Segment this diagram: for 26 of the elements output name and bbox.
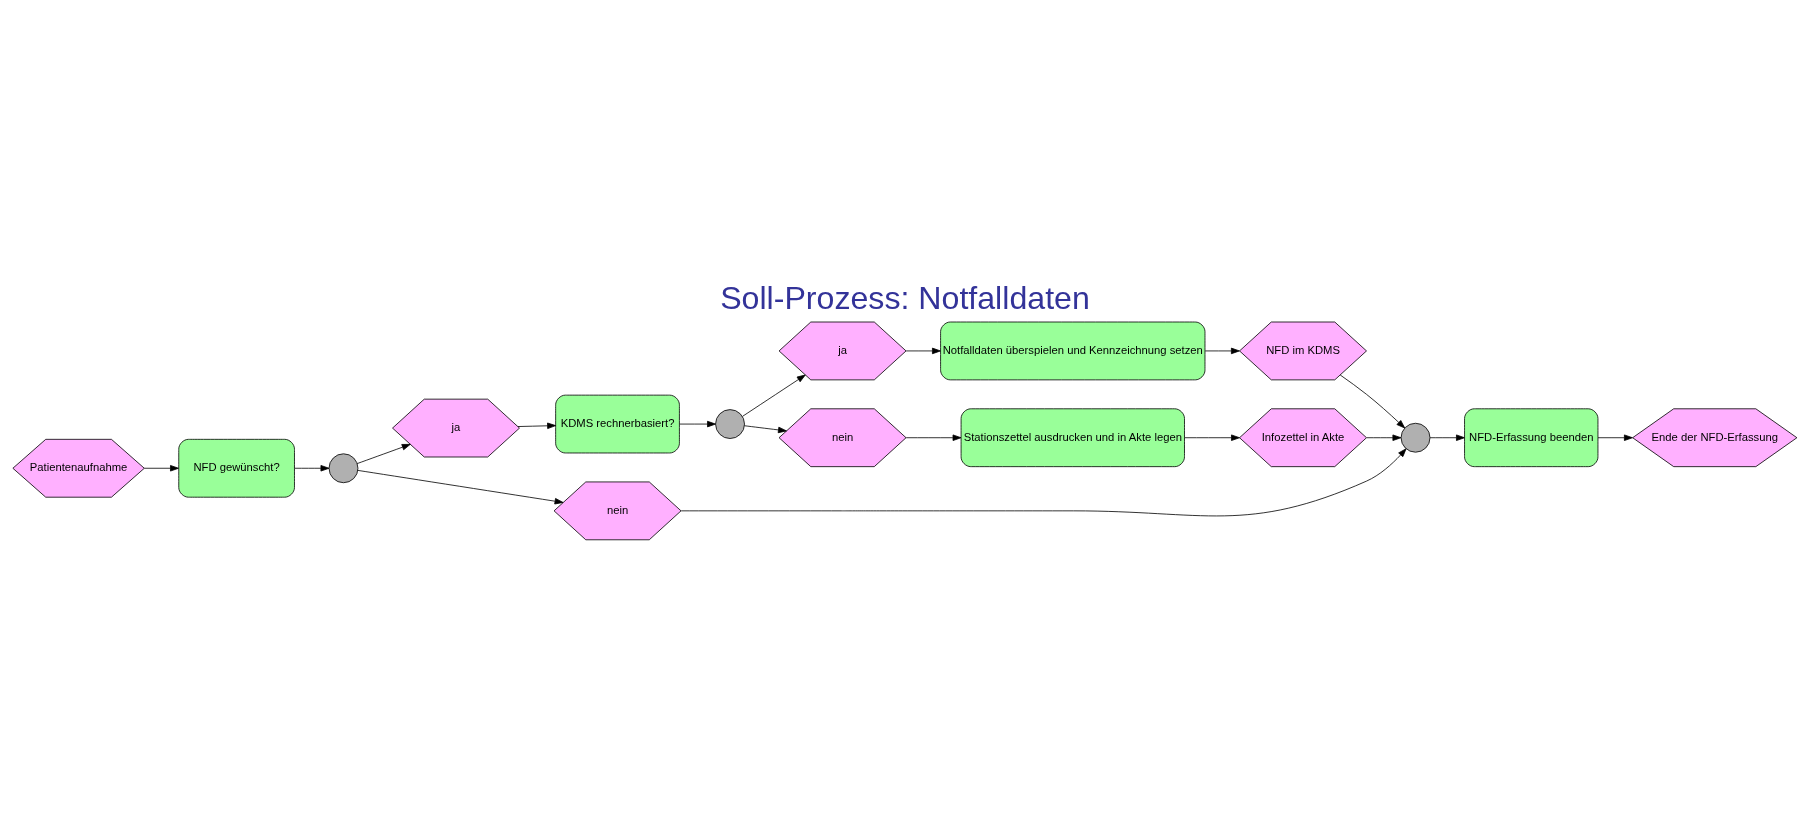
arrow (905, 434, 962, 441)
arrow (517, 422, 556, 429)
arrow (1184, 434, 1240, 441)
arrow (1204, 347, 1240, 354)
arrow (1597, 434, 1633, 441)
node-box: Notfalldaten überspielen und Kennzeichnung setzen (940, 321, 1206, 380)
arrow (679, 420, 716, 427)
node-box: NFD-Erfassung beenden (1464, 407, 1599, 467)
arrow (356, 443, 411, 464)
node-box: KDMS rechnerbasiert? (555, 394, 680, 453)
arrow (357, 469, 564, 504)
arrow (742, 374, 806, 417)
node-circle (328, 452, 359, 483)
arrow (1339, 374, 1406, 428)
arrow (744, 424, 787, 433)
arrow (680, 447, 1407, 516)
node-circle (1400, 422, 1431, 453)
node-circle (715, 408, 745, 439)
arrow (1429, 434, 1465, 441)
arrow (1366, 434, 1402, 441)
arrow (294, 464, 330, 471)
diagram-title: Soll-Prozess: Notfalldaten (720, 279, 1090, 316)
node-box: Stationszettel ausdrucken und in Akte legen (960, 407, 1185, 467)
arrow (905, 347, 941, 354)
node-box: NFD gewünscht? (178, 438, 295, 498)
arrow (143, 464, 179, 471)
